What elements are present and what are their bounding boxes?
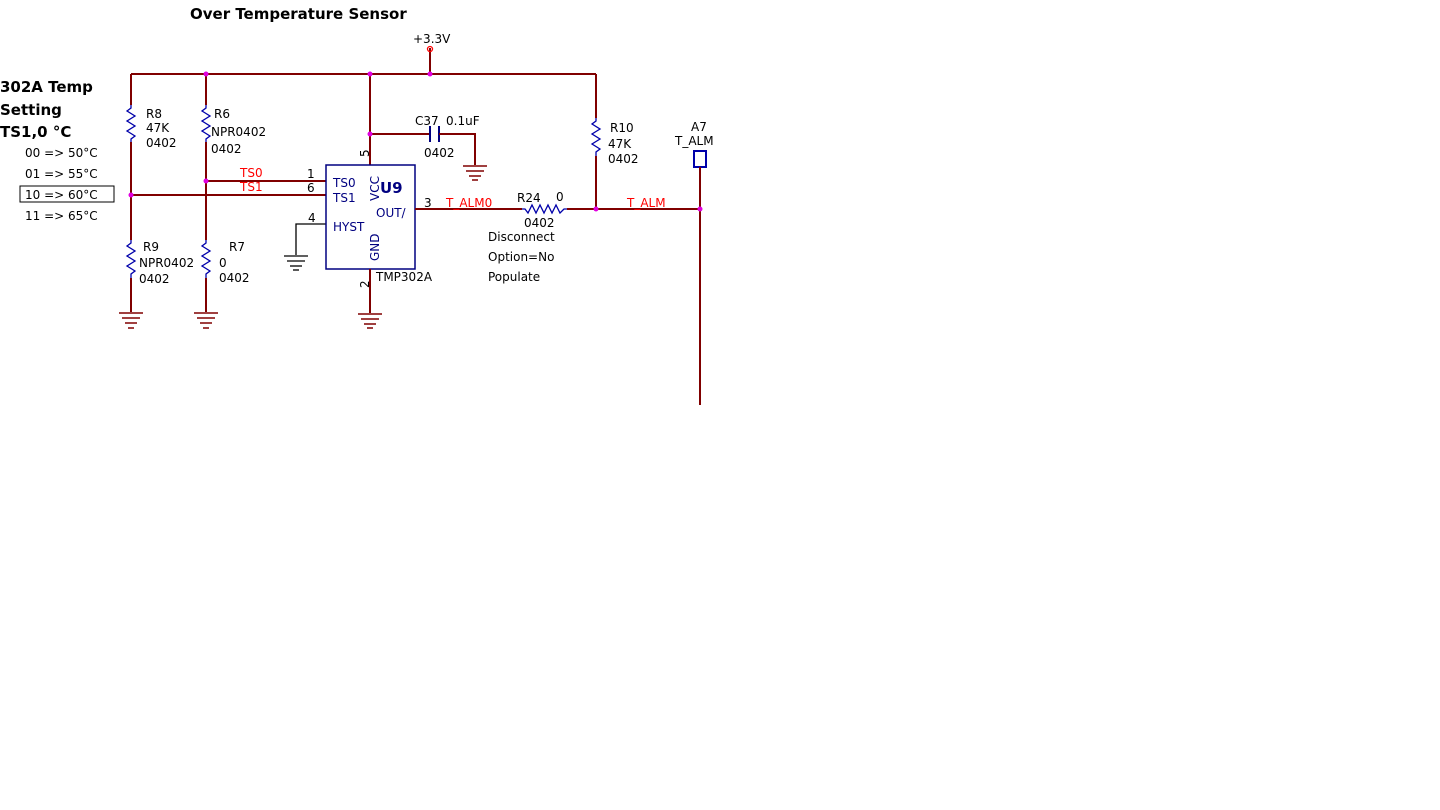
resistor-r7 (200, 240, 212, 278)
settings-heading-2: Setting (0, 101, 62, 119)
resistor-r24 (522, 203, 567, 215)
pin-number-out: 3 (424, 196, 432, 210)
settings-heading-3: TS1,0 °C (0, 123, 71, 141)
r7-value: 0 (219, 256, 227, 270)
ground-symbol-u9 (358, 313, 382, 329)
a7-ref: A7 (691, 120, 707, 134)
net-label-ts0: TS0 (239, 166, 263, 180)
pin-number-gnd: 2 (358, 280, 372, 288)
note-line-2: Option=No (488, 250, 554, 264)
r24-ref: R24 (517, 191, 541, 205)
ground-symbol-r7 (194, 312, 218, 329)
r7-package: 0402 (219, 271, 250, 285)
net-label-t-alm0: T_ALM0 (445, 196, 492, 210)
u9-pin-ts0: TS0 (332, 176, 356, 190)
note-line-3: Populate (488, 270, 540, 284)
r10-package: 0402 (608, 152, 639, 166)
ground-symbol-hyst (284, 255, 308, 271)
r10-ref: R10 (610, 121, 634, 135)
resistor-r8 (125, 105, 137, 142)
pin-number-ts1: 6 (307, 181, 315, 195)
r24-package: 0402 (524, 216, 555, 230)
settings-row-2: 10 => 60°C (25, 188, 98, 202)
hyst-wire (295, 223, 326, 255)
u9-pin-ts1: TS1 (332, 191, 356, 205)
r8-value: 47K (146, 121, 170, 135)
r6-value: NPR0402 (211, 125, 266, 139)
net-label-t-alm: T_ALM (626, 196, 666, 210)
pin-number-hyst: 4 (308, 211, 316, 225)
c37-value: 0.1uF (446, 114, 480, 128)
r8-package: 0402 (146, 136, 177, 150)
r10-value: 47K (608, 137, 632, 151)
resistor-r9 (125, 240, 137, 278)
r9-package: 0402 (139, 272, 170, 286)
r7-ref: R7 (229, 240, 245, 254)
r9-ref: R9 (143, 240, 159, 254)
power-symbol-3v3: +3.3V (413, 32, 451, 74)
r6-package: 0402 (211, 142, 242, 156)
settings-row-0: 00 => 50°C (25, 146, 98, 160)
u9-pin-gnd: GND (368, 233, 382, 261)
c37-package: 0402 (424, 146, 455, 160)
u9-pin-out: OUT/ (376, 206, 407, 220)
resistor-r10 (590, 118, 602, 156)
r6-ref: R6 (214, 107, 230, 121)
net-label-ts1: TS1 (239, 180, 263, 194)
u9-pin-vcc: VCC (368, 176, 382, 201)
schematic-title: Over Temperature Sensor (190, 5, 407, 23)
test-point-a7 (693, 150, 707, 168)
ground-symbol-c37 (463, 165, 487, 181)
temp-setting-legend: 302A Temp Setting TS1,0 °C 00 => 50°C 01… (0, 78, 115, 223)
ground-symbol-r9 (119, 312, 143, 329)
c37-ref: C37 (415, 114, 439, 128)
pin-number-ts0: 1 (307, 167, 315, 181)
a7-net: T_ALM (674, 134, 714, 148)
pin-number-vcc: 5 (358, 149, 372, 157)
power-label: +3.3V (413, 32, 451, 46)
resistor-r6 (200, 105, 212, 142)
r9-value: NPR0402 (139, 256, 194, 270)
settings-selected-box (19, 185, 115, 203)
u9-pin-hyst: HYST (333, 220, 365, 234)
u9-part-number: TMP302A (375, 270, 433, 284)
settings-row-1: 01 => 55°C (25, 167, 98, 181)
u9-ref: U9 (380, 179, 403, 197)
r24-value: 0 (556, 190, 564, 204)
settings-row-3: 11 => 65°C (25, 209, 98, 223)
note-line-1: Disconnect (488, 230, 555, 244)
r8-ref: R8 (146, 107, 162, 121)
settings-heading-1: 302A Temp (0, 78, 93, 96)
